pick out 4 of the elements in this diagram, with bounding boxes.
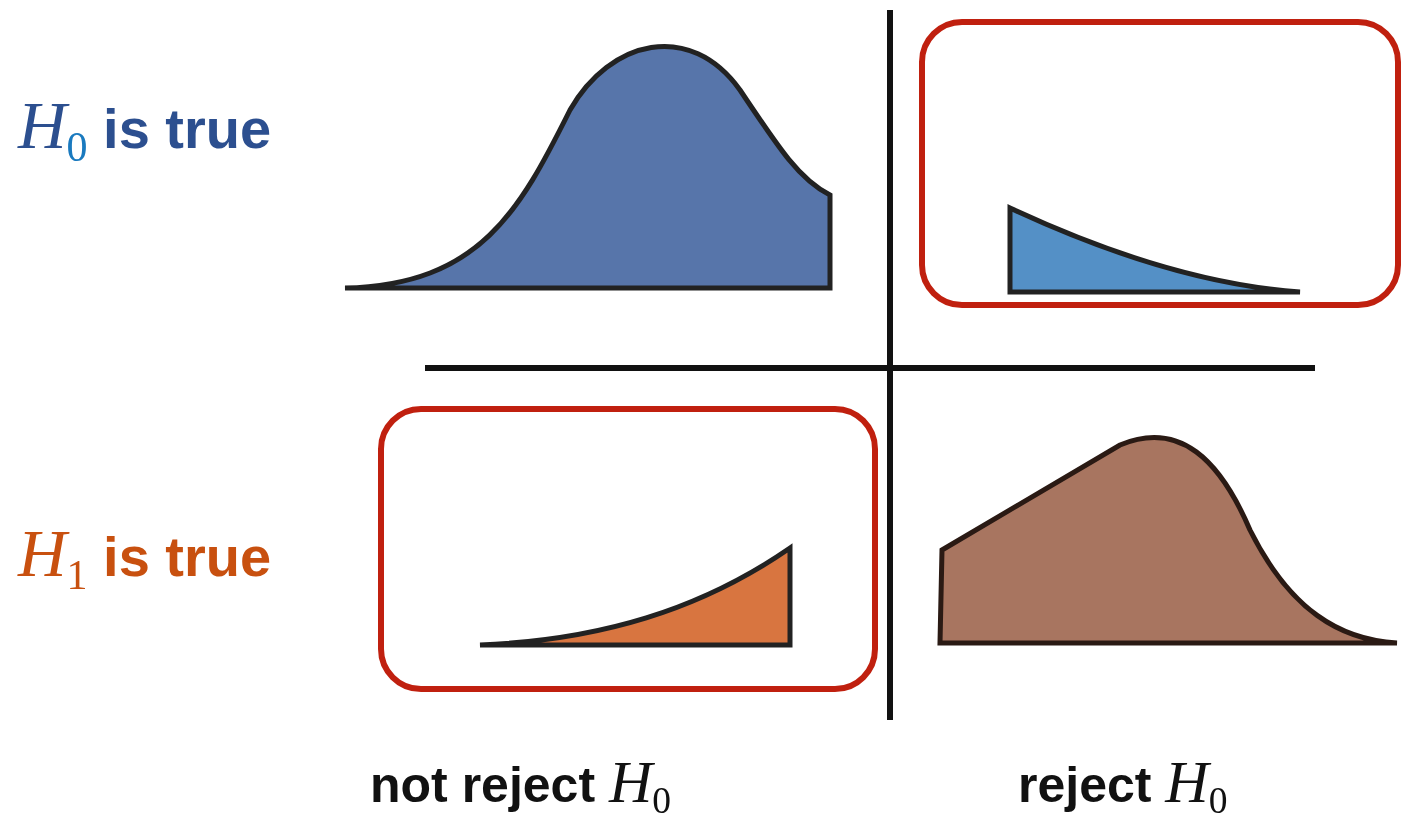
row-label: H$_{1}$ is true <box>18 520 272 596</box>
row-label: H$_{0}$ is true <box>18 92 272 168</box>
column-label: reject H$_{0}$ <box>1018 752 1228 820</box>
column-label: not reject H$_{0}$ <box>370 752 672 820</box>
